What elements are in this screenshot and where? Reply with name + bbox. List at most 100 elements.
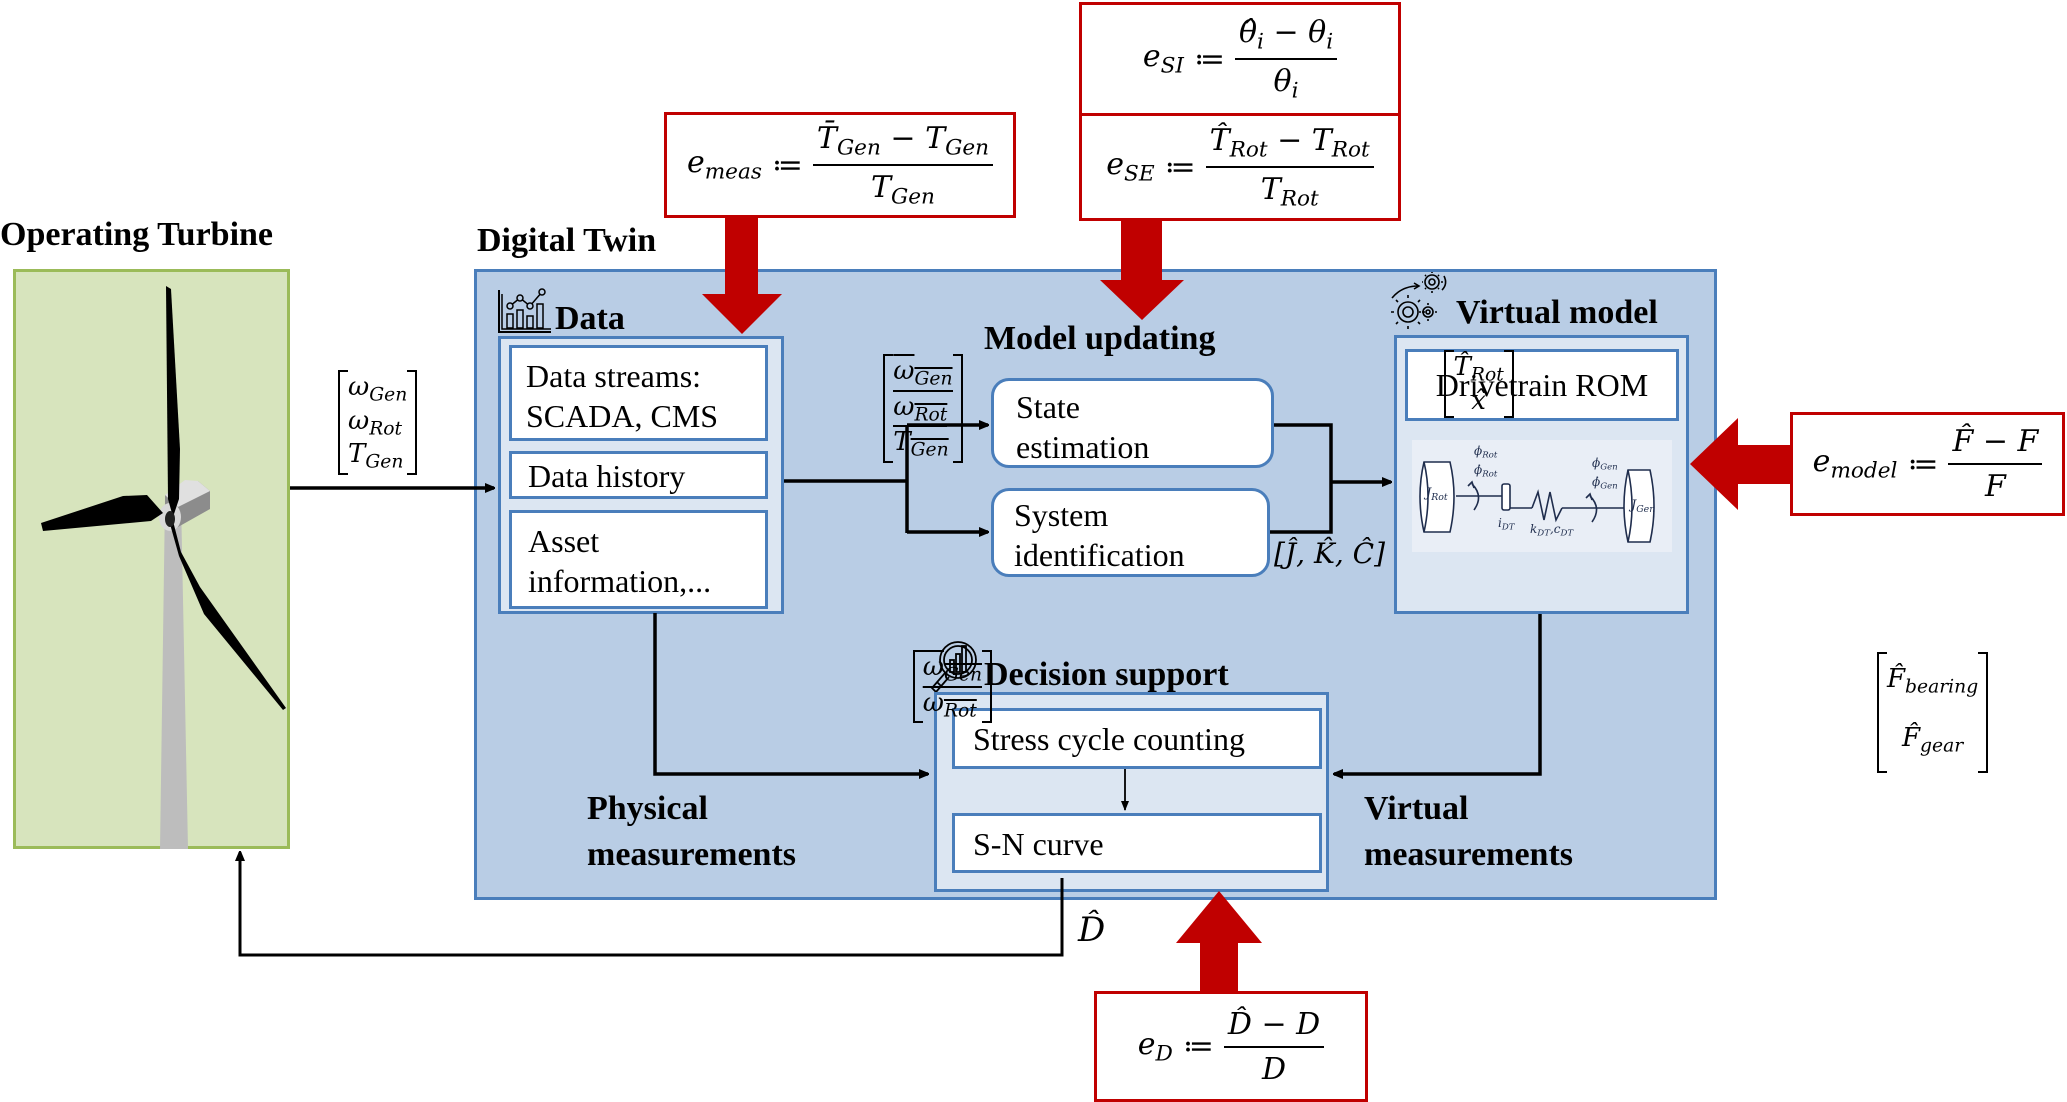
phidot-rot-symbol: ϕ̇ [1474, 462, 1483, 477]
data-box-asset[interactable]: Asset information,... [509, 510, 768, 609]
analytics-chart-icon [498, 288, 551, 333]
d-error-equation: eD ≔ D̂ − D D [1137, 1007, 1325, 1087]
vector-entry: F̂bearing [1887, 664, 1979, 698]
eq-define: ≔ [1182, 1029, 1214, 1064]
j-gen-subscript: Gen [1636, 503, 1656, 515]
physical-measurements-line: Physical [587, 790, 708, 827]
phi-rot-label: ϕRot ϕ̇Rot [1474, 444, 1497, 481]
sn-curve-label: S-N curve [973, 826, 1104, 862]
eq-define: ≔ [771, 147, 803, 183]
eq-define: ≔ [1907, 446, 1939, 482]
model-error-box: emodel ≔ F̂ − F F [1790, 412, 2065, 516]
virtual-model-title: Virtual model [1456, 294, 1658, 331]
eq-fraction: T̂Rot − TRot TRot [1205, 123, 1374, 211]
j-gen-symbol: J [1631, 498, 1637, 513]
eq-fraction: D̂ − D D [1223, 1007, 1325, 1087]
data-box-history[interactable]: Data history [509, 451, 768, 499]
damper-symbol: c [1553, 522, 1561, 536]
vector-entry: F̂gear [1902, 722, 1964, 757]
system-identification-box[interactable]: System identification [991, 488, 1270, 577]
virtual-measurements-label: Virtual measurements [1364, 786, 1573, 878]
eq-fraction: F̂ − F F [1948, 424, 2043, 504]
virtual-to-decision-vector: F̂bearing F̂gear [1877, 652, 1989, 774]
vector-entry: ωGen [922, 652, 982, 688]
state-estimation-line: estimation [1016, 429, 1150, 465]
eq-lhs: eD [1137, 1026, 1173, 1067]
vector-entry: TGen [348, 439, 404, 473]
phi-rot-symbol: ϕ [1474, 444, 1483, 458]
decision-support-title: Decision support [984, 656, 1229, 693]
magnifier-chart-icon [930, 641, 977, 694]
physical-measurements-label: Physical measurements [587, 786, 796, 878]
data-box-line: Data history [528, 458, 686, 494]
eq-lhs: eSI [1142, 39, 1184, 79]
eq-lhs: emodel [1812, 444, 1898, 484]
data-box-line: Asset [528, 523, 600, 559]
model-error-equation: emodel ≔ F̂ − F F [1813, 424, 2043, 504]
meas-error-box: emeas ≔ T̄Gen − TGen TGen [664, 112, 1016, 218]
eq-define: ≔ [1164, 149, 1196, 185]
stiffness-damping-label: kDT,cDT [1530, 522, 1574, 539]
meas-error-equation: emeas ≔ T̄Gen − TGen TGen [686, 121, 994, 209]
phi-gen-subscript: Gen [1600, 462, 1618, 473]
virtual-model-header: Virtual model [1388, 272, 1658, 330]
gear-subscript: DT [1501, 522, 1515, 533]
se-error-box: eSE ≔ T̂Rot − TRot TRot [1079, 113, 1401, 221]
data-box-streams[interactable]: Data streams: SCADA, CMS [509, 345, 768, 441]
drivetrain-rom-label: Drivetrain ROM [1435, 367, 1649, 403]
state-estimation-line: State [1016, 389, 1080, 425]
damage-estimate-label: D̂ [1078, 910, 1105, 950]
vector-entry: ωGen [348, 372, 408, 406]
wind-turbine-icon [41, 286, 286, 849]
gear-symbol: i [1498, 516, 1502, 530]
stress-cycle-counting-box[interactable]: Stress cycle counting [952, 708, 1322, 769]
d-error-box: eD ≔ D̂ − D D [1094, 991, 1368, 1102]
data-to-model-vector: ωGen ωRot TGen [883, 354, 963, 463]
j-rot-symbol: J [1426, 486, 1432, 501]
si-error-box: eSI ≔ θ̂i − θi θi [1079, 2, 1401, 116]
spring-symbol: k [1530, 522, 1538, 536]
decision-support-header: Decision support [928, 638, 1229, 698]
phidot-gen-subscript: Gen [1600, 481, 1618, 492]
damage-estimate-symbol: D̂ [1078, 910, 1106, 950]
state-estimation-output-vector: T̂Rot x̂ [1443, 350, 1514, 418]
vector-entry: ωRot [348, 405, 403, 440]
stress-cycle-counting-label: Stress cycle counting [973, 721, 1245, 757]
spring-subscript: DT [1537, 528, 1550, 539]
operating-turbine-title: Operating Turbine [0, 216, 274, 253]
data-box-line: SCADA, CMS [526, 398, 719, 434]
drivetrain-rom-box[interactable]: Drivetrain ROM [1405, 349, 1679, 421]
digital-twin-title: Digital Twin [477, 222, 657, 259]
phi-gen-label: ϕGen ϕ̇Gen [1592, 456, 1618, 493]
eq-lhs: emeas [686, 145, 762, 185]
data-box-line: Data streams: [526, 358, 702, 394]
turbine-panel [13, 269, 290, 849]
drivetrain-schematic [1419, 461, 1655, 543]
vector-entry: ωGen [893, 356, 953, 392]
system-identification-line: System [1014, 497, 1109, 533]
model-updating-title: Model updating [984, 320, 1216, 357]
vector-entry: ωRot [893, 391, 948, 428]
vector-entry: ωRot [922, 687, 977, 722]
phidot-gen-symbol: ϕ̇ [1592, 474, 1601, 489]
gears-icon [1391, 272, 1447, 329]
state-estimation-box[interactable]: State estimation [991, 378, 1274, 468]
eq-fraction: θ̂i − θi θi [1234, 15, 1338, 103]
phi-gen-symbol: ϕ [1592, 456, 1601, 470]
eq-fraction: T̄Gen − TGen TGen [812, 121, 994, 209]
data-to-decision-vector: ωGen ωRot [912, 650, 992, 724]
sn-curve-box[interactable]: S-N curve [952, 813, 1322, 873]
phi-rot-subscript: Rot [1482, 450, 1498, 461]
data-section-header: Data [497, 288, 625, 336]
data-section-title: Data [555, 300, 625, 337]
gear-ratio-label: iDT [1498, 516, 1515, 533]
system-identification-line: identification [1014, 537, 1185, 573]
eq-define: ≔ [1193, 41, 1225, 77]
turbine-signals-vector: ωGen ωRot TGen [338, 370, 418, 475]
j-rot-label: JRot [1426, 486, 1448, 503]
virtual-measurements-line: measurements [1364, 836, 1573, 873]
drivetrain-diagram: JRot JGen ϕRot ϕ̇Rot ϕGen ϕ̇Gen iDT kDT,… [1412, 440, 1672, 552]
vector-entry: x̂ [1471, 385, 1486, 416]
d-error-arrow [1176, 891, 1262, 991]
system-id-output-text: [Ĵ, K̂, Ĉ] [1274, 537, 1386, 570]
